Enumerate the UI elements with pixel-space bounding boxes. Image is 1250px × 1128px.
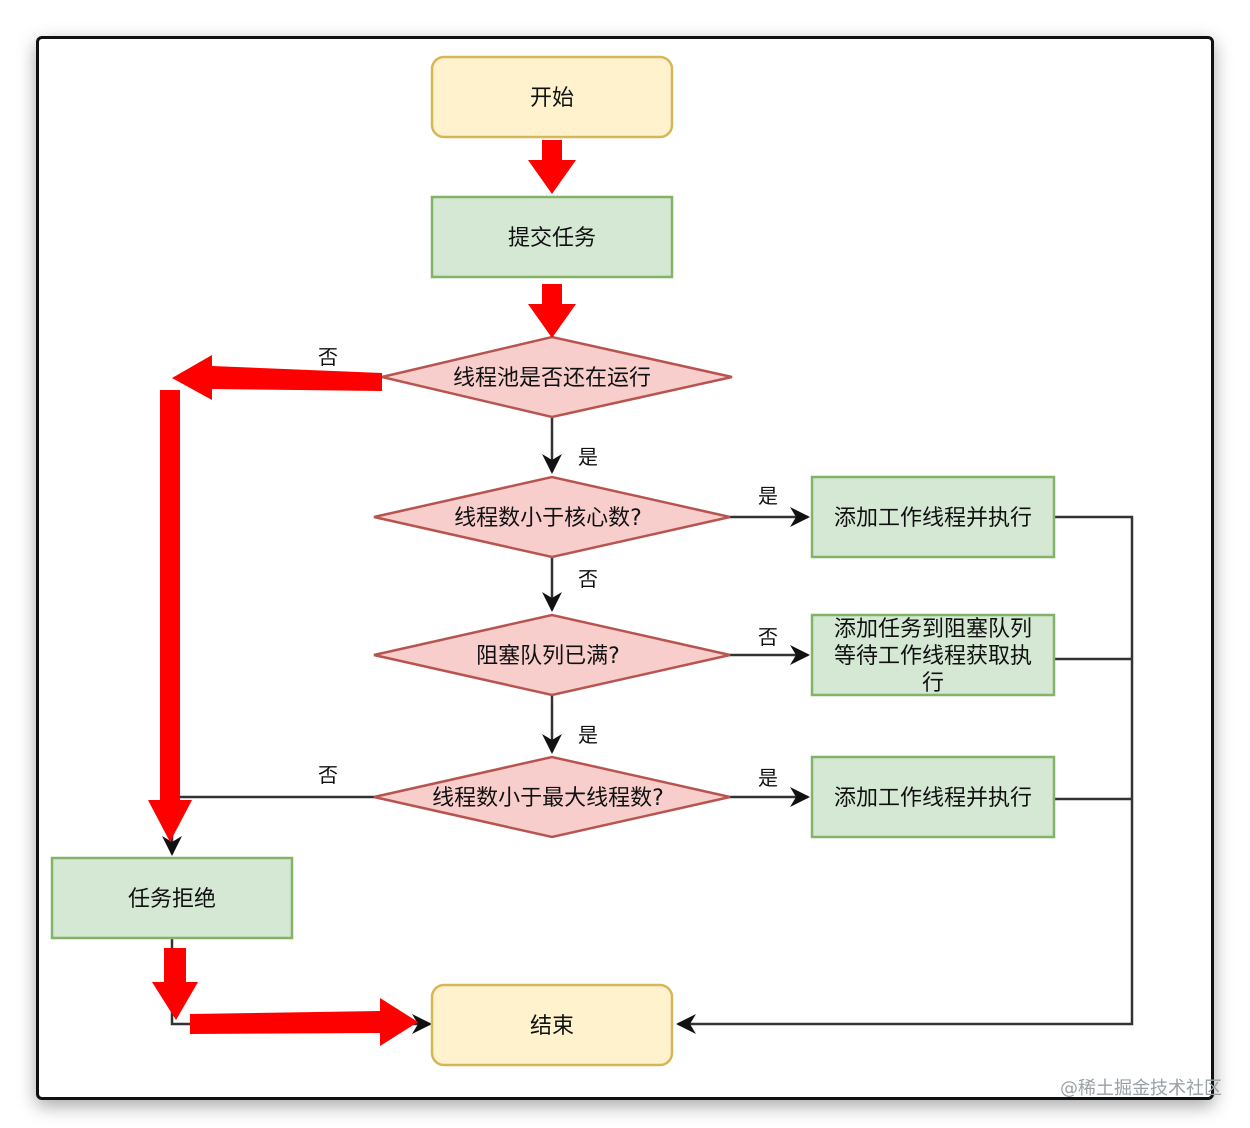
label-max-no: 否: [318, 763, 338, 787]
add-worker-text-1: 添加工作线程并执行: [834, 506, 1032, 531]
label-core-no: 否: [578, 567, 598, 591]
red-arrow-running-no: [172, 355, 382, 400]
lt-core-decision: [373, 475, 731, 559]
edge-to-end: [676, 515, 1134, 1034]
label-max-yes: 是: [758, 766, 778, 790]
queue-full-decision: [373, 613, 731, 697]
edge-max-no: [162, 795, 376, 856]
reject-text: 任务拒绝: [128, 887, 216, 912]
red-arrow-reject-down: [152, 948, 198, 1020]
watermark: @稀土掘金技术社区: [1060, 1078, 1222, 1099]
lt-max-decision: [373, 755, 731, 839]
add-worker-text-2: 添加工作线程并执行: [834, 786, 1032, 811]
lt-core-text: 线程数小于核心数?: [454, 506, 642, 531]
start-node: [430, 55, 674, 139]
label-queue-no: 否: [758, 625, 778, 649]
red-arrow-submit-decision: [528, 284, 576, 338]
submit-node: [430, 195, 674, 279]
label-running-yes: 是: [578, 445, 598, 469]
add-worker-node-1: [810, 475, 1056, 559]
queue-full-text: 阻塞队列已满?: [476, 644, 620, 669]
add-queue-text-1: 添加任务到阻塞队列: [834, 617, 1032, 642]
add-queue-text-2: 等待工作线程获取执: [834, 644, 1032, 669]
add-queue-node: [810, 613, 1056, 697]
red-arrow-to-end: [190, 998, 418, 1046]
reject-node: [50, 856, 294, 940]
submit-text: 提交任务: [508, 226, 596, 251]
end-node: [430, 983, 674, 1067]
end-text: 结束: [530, 1014, 574, 1039]
label-core-yes: 是: [758, 484, 778, 508]
add-queue-text-3: 行: [922, 671, 944, 696]
highlight-arrows: [148, 140, 576, 1046]
pool-running-text: 线程池是否还在运行: [453, 366, 651, 391]
red-arrow-start-submit: [528, 140, 576, 194]
red-arrow-down-reject: [148, 390, 192, 842]
label-queue-yes: 是: [578, 723, 598, 747]
start-text: 开始: [530, 86, 574, 111]
label-running-no: 否: [318, 345, 338, 369]
pool-running-decision: [381, 335, 733, 419]
lt-max-text: 线程数小于最大线程数?: [432, 786, 664, 811]
add-worker-node-2: [810, 755, 1056, 839]
